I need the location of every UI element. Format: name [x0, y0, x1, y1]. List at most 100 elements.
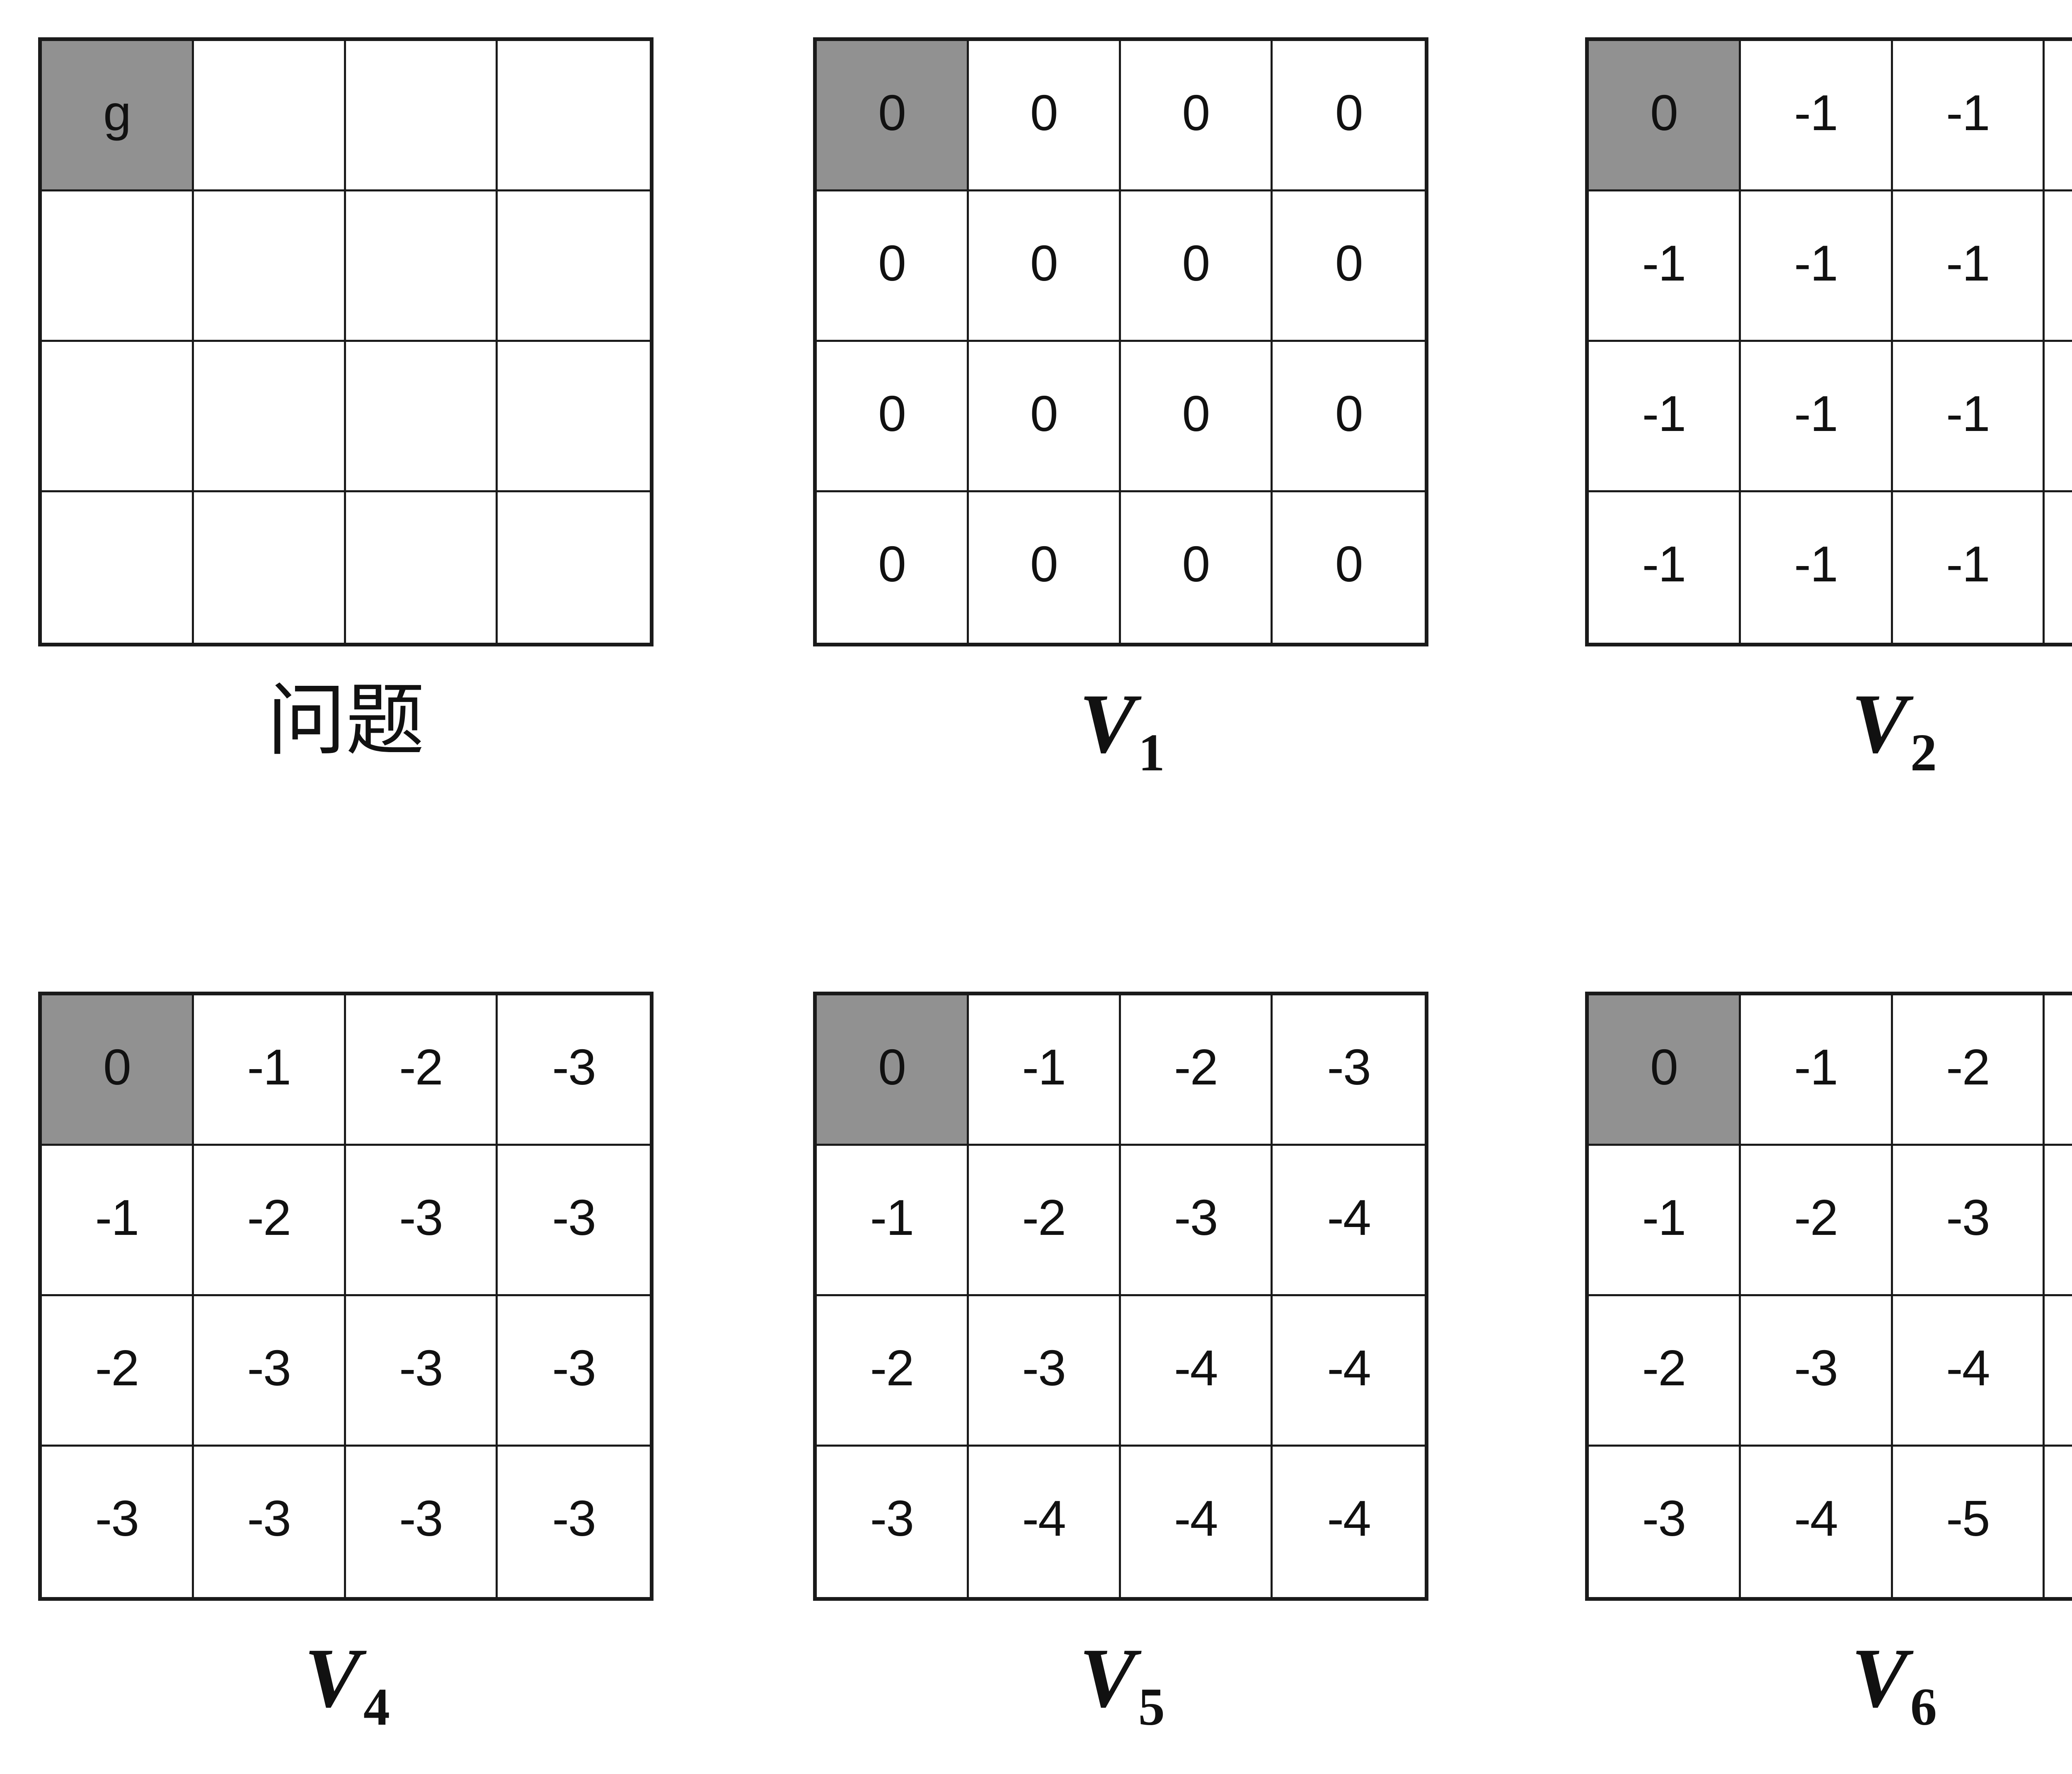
- panel-v6: 0-1-2-3-1-2-3-4-2-3-4-5-3-4-5-5V6: [1585, 992, 2072, 1747]
- panel-problem: g 问题: [38, 37, 654, 793]
- grid-cell: -4: [1273, 1296, 1425, 1447]
- grid-v6: 0-1-2-3-1-2-3-4-2-3-4-5-3-4-5-5: [1585, 992, 2072, 1601]
- grid-cell: 0: [1273, 41, 1425, 191]
- caption-subscript: 4: [363, 1677, 390, 1736]
- caption-subscript: 1: [1138, 723, 1165, 782]
- caption-symbol: V: [1079, 1631, 1136, 1725]
- grid-cell: -3: [194, 1296, 346, 1447]
- grid-cell: -3: [346, 1296, 498, 1447]
- grid-cell: -3: [1121, 1146, 1273, 1296]
- caption-math: V5: [1079, 1636, 1165, 1733]
- grid-cell: -1: [1589, 492, 1741, 643]
- grid-cell: -3: [498, 1447, 650, 1597]
- grid-cell: 0: [1273, 342, 1425, 492]
- panel-caption-v1: V1: [813, 681, 1428, 793]
- panel-caption-v5: V5: [813, 1636, 1428, 1747]
- grid-cell: -1: [1893, 492, 2045, 643]
- grid-cell: [498, 41, 650, 191]
- grid-cell: 0: [1273, 191, 1425, 342]
- grid-cell: -1: [1740, 342, 1893, 492]
- grid-cell: 0: [968, 191, 1121, 342]
- grid-cell: -1: [1893, 41, 2045, 191]
- grid-cell: -4: [2045, 1146, 2072, 1296]
- grid-cell: -3: [1893, 1146, 2045, 1296]
- grid-cell: [194, 41, 346, 191]
- grid-cell: -5: [2045, 1447, 2072, 1597]
- grid-cell: -3: [498, 995, 650, 1146]
- grid-cell: [42, 492, 194, 643]
- grid-cell: -4: [1273, 1146, 1425, 1296]
- grid-cell: -2: [968, 1146, 1121, 1296]
- grid-cell: 0: [817, 191, 969, 342]
- grid-cell: 0: [968, 342, 1121, 492]
- grid-cell: -2: [194, 1146, 346, 1296]
- grid-problem: g: [38, 37, 654, 646]
- grid-cell: 0: [1121, 41, 1273, 191]
- grid-cell-goal: 0: [42, 995, 194, 1146]
- grid-cell: -4: [1121, 1447, 1273, 1597]
- grid-cell: [346, 41, 498, 191]
- grid-cell: 0: [817, 492, 969, 643]
- grid-v5: 0-1-2-3-1-2-3-4-2-3-4-4-3-4-4-4: [813, 992, 1428, 1601]
- grid-cell: [42, 191, 194, 342]
- grid-cell: -3: [498, 1146, 650, 1296]
- grid-cell: [498, 492, 650, 643]
- grid-cell: -1: [2045, 492, 2072, 643]
- grid-cell: -1: [2045, 41, 2072, 191]
- grid-cell: -1: [817, 1146, 969, 1296]
- grid-cell-goal: 0: [1589, 995, 1741, 1146]
- caption-math: V1: [1079, 681, 1165, 779]
- grid-cell: -3: [817, 1447, 969, 1597]
- caption-symbol: V: [1851, 677, 1908, 771]
- grid-cell: [498, 191, 650, 342]
- grid-cell: -4: [1740, 1447, 1893, 1597]
- grid-cell: -2: [1589, 1296, 1741, 1447]
- caption-symbol: V: [304, 1631, 361, 1725]
- grid-cell: -1: [1893, 342, 2045, 492]
- grid-cell: 0: [968, 41, 1121, 191]
- grid-v2: 0-1-1-1-1-1-1-1-1-1-1-1-1-1-1-1: [1585, 37, 2072, 646]
- grid-cell: -1: [2045, 342, 2072, 492]
- grid-cell-goal: g: [42, 41, 194, 191]
- grid-cell: -4: [1273, 1447, 1425, 1597]
- panel-v2: 0-1-1-1-1-1-1-1-1-1-1-1-1-1-1-1V2: [1585, 37, 2072, 793]
- grid-cell: -1: [2045, 191, 2072, 342]
- caption-subscript: 6: [1910, 1677, 1937, 1736]
- caption-subscript: 2: [1910, 723, 1937, 782]
- grid-cell: 0: [1121, 342, 1273, 492]
- grid-cell: -3: [1589, 1447, 1741, 1597]
- panel-caption-v2: V2: [1585, 681, 2072, 793]
- grid-cell: -1: [1589, 1146, 1741, 1296]
- grid-cell: [194, 342, 346, 492]
- grid-cell: [498, 342, 650, 492]
- panel-caption-v6: V6: [1585, 1636, 2072, 1747]
- grid-cell: -2: [346, 995, 498, 1146]
- grid-cell: -1: [42, 1146, 194, 1296]
- grid-cell: 0: [1273, 492, 1425, 643]
- grid-cell: -2: [42, 1296, 194, 1447]
- grid-cell: -1: [1740, 492, 1893, 643]
- grid-cell: -1: [1893, 191, 2045, 342]
- grid-cell: -2: [1121, 995, 1273, 1146]
- grid-cell: -1: [1740, 995, 1893, 1146]
- grid-cell: -3: [968, 1296, 1121, 1447]
- grid-cell: [346, 492, 498, 643]
- grid-cell: -1: [968, 995, 1121, 1146]
- grid-cell: [346, 342, 498, 492]
- grid-cell: -1: [1589, 342, 1741, 492]
- grid-cell-goal: 0: [1589, 41, 1741, 191]
- panel-caption-problem: 问题: [38, 681, 654, 793]
- grid-cell: 0: [1121, 191, 1273, 342]
- caption-math: V2: [1851, 681, 1937, 779]
- grid-cell: -4: [1893, 1296, 2045, 1447]
- grid-cell: -4: [1121, 1296, 1273, 1447]
- grid-cell: -3: [1740, 1296, 1893, 1447]
- caption-math: V6: [1851, 1636, 1937, 1733]
- grid-cell: -3: [42, 1447, 194, 1597]
- grid-cell: 0: [968, 492, 1121, 643]
- grid-cell: -3: [346, 1447, 498, 1597]
- grid-cell: -3: [2045, 995, 2072, 1146]
